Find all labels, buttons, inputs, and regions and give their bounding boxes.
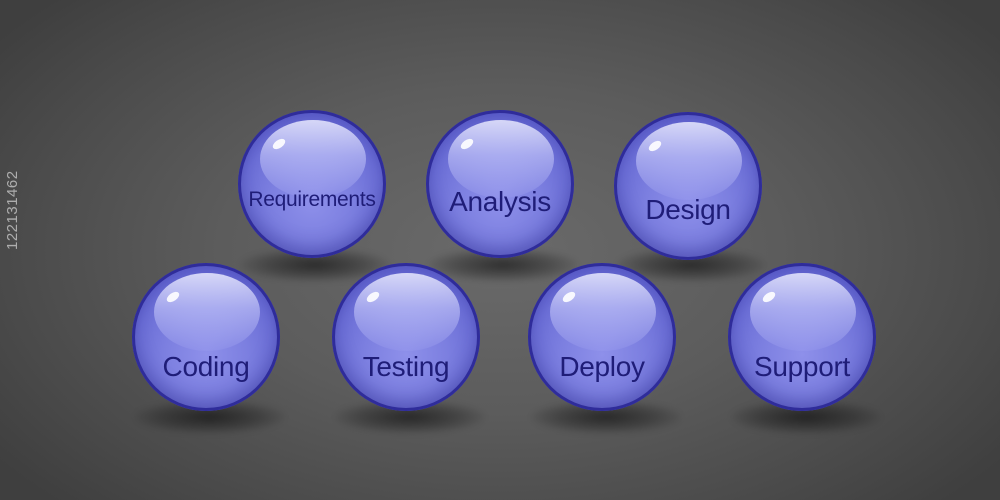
sphere-gloss — [354, 273, 460, 351]
sphere-gloss — [260, 120, 366, 198]
sphere-gloss — [750, 273, 856, 351]
sphere-design: Design — [614, 112, 762, 260]
sphere-label: Testing — [362, 351, 450, 382]
sphere-requirements: Requirements — [238, 110, 386, 258]
stock-id-watermark: 122131462 — [4, 170, 21, 250]
sphere-coding: Coding — [132, 263, 280, 411]
sphere-label: Design — [645, 194, 731, 225]
sphere-gloss — [154, 273, 260, 351]
sphere-label: Analysis — [449, 186, 551, 217]
sphere-gloss — [550, 273, 656, 351]
sphere-deploy: Deploy — [528, 263, 676, 411]
sphere-label: Support — [754, 351, 850, 382]
sphere-label: Deploy — [559, 351, 645, 382]
sphere-gloss — [636, 122, 742, 200]
sphere-analysis: Analysis — [426, 110, 574, 258]
sphere-label: Coding — [162, 351, 250, 382]
sphere-testing: Testing — [332, 263, 480, 411]
sphere-gloss — [448, 120, 554, 198]
sphere-label: Requirements — [248, 188, 376, 211]
sphere-support: Support — [728, 263, 876, 411]
